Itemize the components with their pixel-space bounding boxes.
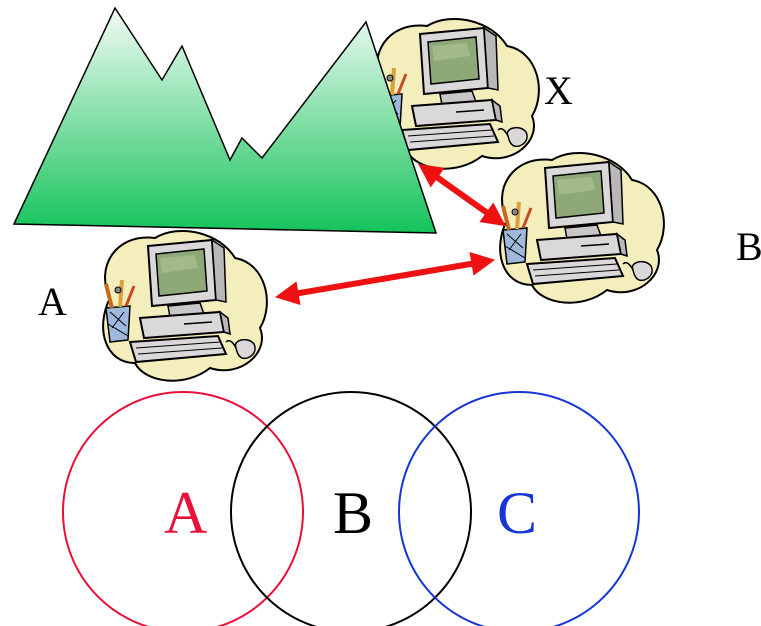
computer-a-icon: [101, 228, 269, 383]
double-arrow-x-b-icon: [418, 163, 506, 227]
circle-b: [230, 391, 472, 626]
double-arrow-a-b-icon: [274, 251, 496, 306]
circle-label-b: B: [333, 480, 373, 546]
circle-c: [398, 391, 640, 626]
circle-label-c: C: [497, 480, 537, 546]
circle-a: [62, 391, 304, 626]
computer-b-icon: [498, 150, 666, 305]
mountain-icon: [12, 6, 438, 234]
node-label-a: A: [38, 279, 67, 324]
circle-label-a: A: [164, 480, 207, 546]
node-label-b: B: [736, 224, 761, 269]
node-label-x: X: [544, 68, 573, 113]
